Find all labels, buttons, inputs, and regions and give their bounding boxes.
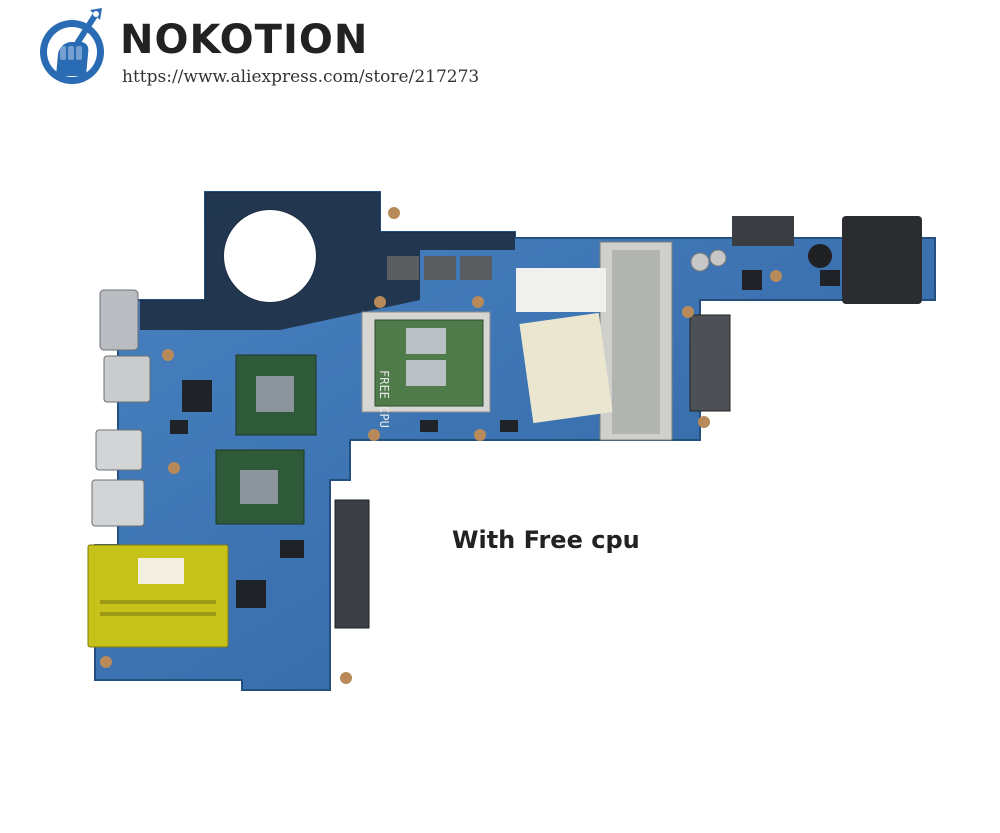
logo-icon (40, 8, 104, 84)
store-url[interactable]: https://www.aliexpress.com/store/217273 (122, 67, 480, 87)
usb-port-2 (91, 479, 145, 527)
usb-port-1 (95, 429, 143, 471)
heatsink-plate (140, 192, 515, 330)
free-cpu-caption: With Free cpu (452, 526, 640, 554)
ram-label-2 (519, 312, 613, 424)
vga-port (99, 289, 139, 351)
brand-name: NOKOTION (120, 17, 369, 63)
wifi-card (87, 544, 229, 648)
right-connector (842, 216, 922, 304)
ethernet-port (103, 355, 151, 403)
sata-connector (334, 499, 370, 629)
optical-connector (689, 314, 731, 412)
ram-label (516, 268, 606, 312)
svg-text:FREE CPU: FREE CPU (377, 370, 391, 428)
